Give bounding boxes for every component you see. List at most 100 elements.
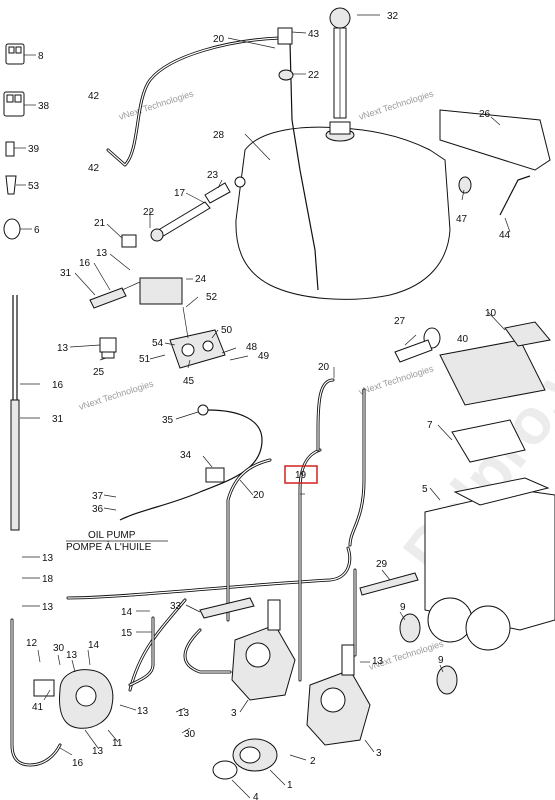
throttle-cable-35	[119, 404, 263, 521]
callout-15: 15	[121, 628, 133, 639]
watermark-text: vNext Technologies	[78, 378, 156, 412]
callout-25: 25	[93, 367, 105, 378]
highlight-box	[284, 465, 318, 484]
callout-31: 31	[52, 414, 64, 425]
callout-13: 13	[42, 602, 54, 613]
clip-39	[5, 141, 15, 157]
callout-13: 13	[137, 706, 149, 717]
callout-20: 20	[253, 490, 265, 501]
callout-43: 43	[308, 29, 320, 40]
callout-18: 18	[42, 574, 54, 585]
callout-52: 52	[206, 292, 218, 303]
callout-50: 50	[221, 325, 233, 336]
grommet-22	[278, 69, 294, 81]
callout-22: 22	[143, 207, 155, 218]
callout-35: 35	[162, 415, 174, 426]
callout-54: 54	[152, 338, 164, 349]
callout-2: 2	[310, 756, 316, 767]
spring-16	[10, 295, 20, 531]
callout-49: 49	[258, 351, 270, 362]
callout-7: 7	[427, 420, 433, 431]
spring-44	[499, 175, 531, 216]
callout-13: 13	[92, 746, 104, 757]
fitting-43	[277, 27, 293, 45]
intake-boot	[232, 738, 278, 772]
callout-13: 13	[42, 553, 54, 564]
plate-7	[451, 419, 526, 463]
callout-13: 13	[372, 656, 384, 667]
oil-pump	[33, 669, 114, 729]
callout-48: 48	[246, 342, 258, 353]
pad-10	[504, 321, 551, 347]
callout-26: 26	[479, 109, 491, 120]
callout-28: 28	[213, 130, 225, 141]
connector-8	[5, 43, 25, 65]
callout-34: 34	[180, 450, 192, 461]
primer-27	[394, 327, 441, 363]
callout-30: 30	[53, 643, 65, 654]
callout-17: 17	[174, 188, 186, 199]
oil-pump-label: OIL PUMP	[88, 530, 136, 541]
callout-38: 38	[38, 101, 50, 112]
strap-29	[359, 572, 419, 596]
callout-24: 24	[195, 274, 207, 285]
filter-16	[89, 281, 141, 309]
callout-36: 36	[92, 504, 104, 515]
callout-44: 44	[499, 230, 511, 241]
callout-23: 23	[207, 170, 219, 181]
callout-8: 8	[38, 51, 44, 62]
fitting-21	[121, 234, 137, 248]
callout-37: 37	[92, 491, 104, 502]
callout-16: 16	[52, 380, 64, 391]
junction-block-34	[205, 467, 225, 483]
callout-20: 20	[318, 362, 330, 373]
callout-53: 53	[28, 181, 40, 192]
callout-31: 31	[60, 268, 72, 279]
callout-29: 29	[376, 559, 388, 570]
callout-16: 16	[79, 258, 91, 269]
callout-47: 47	[456, 214, 468, 225]
callout-42: 42	[88, 163, 100, 174]
fuel-tank	[234, 121, 451, 300]
callout-33: 33	[170, 601, 182, 612]
callout-6: 6	[34, 225, 40, 236]
valve-assembly-45	[169, 306, 226, 369]
callout-30: 30	[184, 729, 196, 740]
primer-23	[204, 182, 231, 204]
callout-40: 40	[457, 334, 469, 345]
callout-11: 11	[112, 738, 123, 749]
callout-27: 27	[394, 316, 406, 327]
callout-4: 4	[253, 792, 259, 800]
callout-41: 41	[32, 702, 44, 713]
watermark-text: vNext Technologies	[358, 363, 436, 397]
callout-45: 45	[183, 376, 195, 387]
watermark-text: vNext Technologies	[118, 88, 196, 122]
fuel-gauge-sender	[329, 7, 351, 119]
callout-9: 9	[400, 602, 406, 613]
watermark-text: vNext Technologies	[358, 88, 436, 122]
gasket-24	[139, 277, 183, 305]
callout-14: 14	[121, 607, 133, 618]
ring-9a	[399, 613, 421, 643]
fuel-filter-17	[150, 201, 211, 242]
callout-39: 39	[28, 144, 40, 155]
carburetor-left	[231, 599, 296, 701]
callout-3: 3	[231, 708, 237, 719]
callout-1: 1	[287, 780, 293, 791]
callout-51: 51	[139, 354, 151, 365]
callout-19: 19	[295, 470, 307, 481]
ring-9b	[436, 665, 458, 695]
bracket-26	[439, 109, 551, 171]
callout-21: 21	[94, 218, 106, 229]
callout-12: 12	[26, 638, 38, 649]
fitting-25	[99, 337, 117, 359]
callout-16: 16	[72, 758, 84, 769]
air-silencer	[424, 477, 555, 651]
callout-5: 5	[422, 484, 428, 495]
clip-53	[5, 175, 17, 195]
callout-13: 13	[178, 708, 190, 719]
callout-10: 10	[485, 308, 497, 319]
callout-3: 3	[376, 748, 382, 759]
oil-pump-label-fr: POMPE À L'HUILE	[66, 540, 152, 553]
